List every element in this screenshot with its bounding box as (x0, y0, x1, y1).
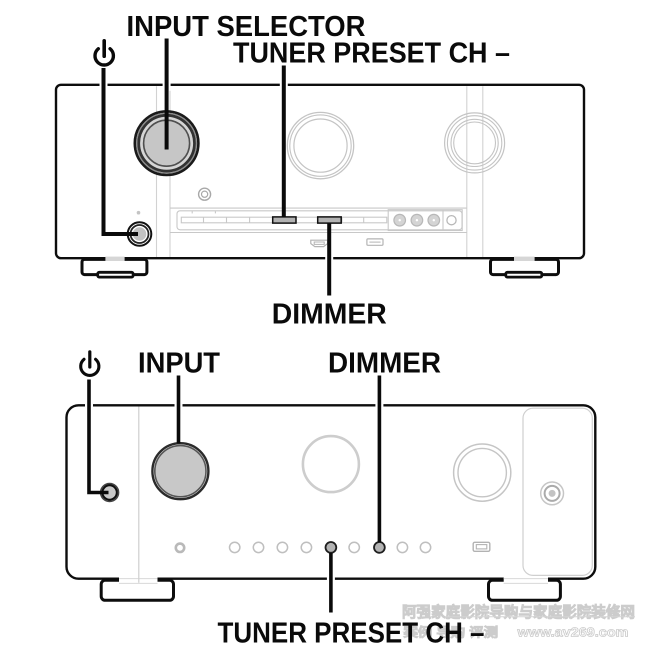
svg-text:INPUT: INPUT (138, 347, 221, 379)
svg-text:DIMMER: DIMMER (328, 347, 441, 379)
svg-text:INPUT SELECTOR: INPUT SELECTOR (127, 11, 366, 43)
svg-text:www.av269.com: www.av269.com (516, 625, 628, 640)
svg-text:TUNER PRESET CH –: TUNER PRESET CH – (218, 617, 485, 649)
svg-text:DIMMER: DIMMER (272, 298, 387, 330)
svg-text:案例 导购 评测: 案例 导购 评测 (402, 625, 498, 640)
svg-text:TUNER PRESET CH –: TUNER PRESET CH – (233, 38, 510, 70)
